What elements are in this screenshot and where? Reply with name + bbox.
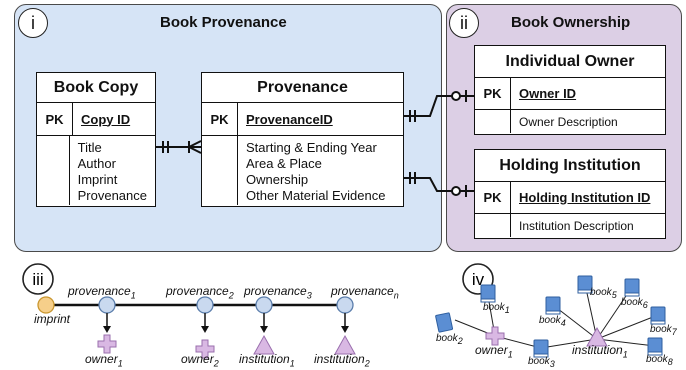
provenance-pk-spacer (202, 136, 238, 205)
book-copy-attr: Provenance (77, 188, 147, 203)
book-label-5: book5 (590, 287, 617, 300)
holding-institution-table: Holding Institution PK Holding Instituti… (474, 149, 666, 239)
institution-icon (253, 334, 275, 355)
panel-badge-iii-text: iii (32, 270, 43, 289)
graph-institution-icon (586, 326, 608, 347)
institution-label-2: institution2 (314, 352, 370, 369)
provenance-pk-label: PK (202, 103, 238, 135)
book-icon (650, 306, 666, 325)
book-label-4: book4 (539, 315, 566, 328)
graph-institution-label: institution1 (572, 343, 628, 360)
holding-institution-pk-label: PK (475, 182, 511, 213)
book-copy-attr: Title (77, 140, 102, 155)
book-icon (480, 284, 496, 303)
owner-label-1: owner1 (85, 352, 123, 369)
book-icon (577, 275, 593, 294)
book-label-3: book3 (528, 356, 555, 369)
institution-label-1: institution1 (239, 352, 295, 369)
provenance-panel-title: Book Provenance (160, 14, 287, 31)
graph-owner-label: owner1 (475, 343, 513, 360)
relationship-provenance-institution (404, 172, 474, 197)
panel-badge-ii: ii (449, 8, 479, 38)
book-copy-table: Book Copy PK Copy ID Title Author Imprin… (36, 72, 156, 207)
holding-institution-pk-spacer (475, 214, 511, 237)
individual-owner-pk-field: Owner ID (519, 86, 577, 101)
book-icon (533, 339, 549, 358)
book-copy-pk-spacer (37, 136, 70, 205)
provenance-table: Provenance PK ProvenanceID Starting & En… (201, 72, 404, 207)
book-copy-attr: Imprint (77, 172, 118, 187)
provenance-attr: Area & Place (246, 156, 322, 171)
owner-icon (97, 334, 117, 354)
individual-owner-title: Individual Owner (475, 46, 665, 78)
owner-icon (195, 339, 215, 359)
relationship-provenance-owner (404, 90, 474, 122)
book-icon (624, 278, 640, 297)
book-label-1: book1 (483, 302, 510, 315)
holding-institution-description: Institution Description (519, 218, 634, 233)
timeline-institution-icons (253, 334, 356, 355)
book-copy-pk-label: PK (37, 103, 73, 135)
timeline-owner-icons (97, 334, 215, 359)
provenance-nodes (98, 296, 354, 314)
individual-owner-description: Owner Description (519, 114, 618, 129)
holding-institution-pk-field: Holding Institution ID (519, 190, 651, 205)
provenance-attr: Other Material Evidence (246, 188, 386, 203)
book-icon (435, 312, 454, 333)
ownership-panel-title: Book Ownership (511, 14, 631, 31)
provenance-table-title: Provenance (202, 73, 403, 103)
provenance-attr: Ownership (246, 172, 309, 187)
book-copy-title: Book Copy (37, 73, 155, 103)
institution-icon (334, 334, 356, 355)
timeline-arrows (103, 313, 349, 333)
provenance-pk-field: ProvenanceID (246, 111, 333, 127)
provenance-label-n: provenancen (331, 284, 399, 301)
imprint-label: imprint (34, 312, 71, 326)
provenance-label-2: provenance2 (166, 284, 234, 301)
provenance-attr: Starting & Ending Year (246, 140, 377, 155)
panel-badge-iii (22, 263, 54, 295)
book-copy-pk-field: Copy ID (81, 111, 131, 127)
book-copy-attr: Author (77, 156, 116, 171)
provenance-attributes: Starting & Ending Year Area & Place Owne… (238, 136, 403, 205)
provenance-label-1: provenance1 (68, 284, 136, 301)
book-label-8: book8 (646, 354, 673, 367)
graph-owner-icon (485, 326, 505, 346)
graph-book-icons (435, 275, 666, 358)
book-copy-attributes: Title Author Imprint Provenance (70, 136, 155, 205)
book-icon (545, 296, 561, 315)
book-label-2: book2 (436, 333, 463, 346)
individual-owner-pk-label: PK (475, 78, 511, 109)
graph-edges (454, 283, 659, 349)
book-icon (647, 337, 663, 356)
holding-institution-title: Holding Institution (475, 150, 665, 182)
book-label-7: book7 (650, 324, 677, 337)
imprint-node (37, 296, 55, 314)
book-label-6: book6 (621, 297, 648, 310)
provenance-label-3: provenance3 (244, 284, 312, 301)
owner-label-2: owner2 (181, 352, 219, 369)
panel-badge-iv-text: iv (472, 270, 485, 289)
individual-owner-pk-spacer (475, 110, 511, 133)
individual-owner-table: Individual Owner PK Owner ID Owner Descr… (474, 45, 666, 135)
relationship-copy-provenance (156, 140, 202, 154)
panel-badge-i: i (18, 8, 48, 38)
